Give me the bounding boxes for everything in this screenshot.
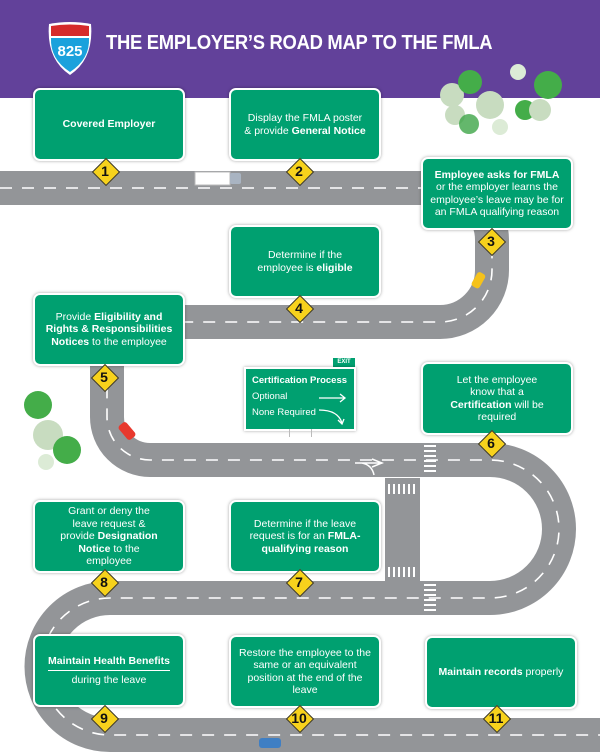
yellow-car-icon xyxy=(471,272,486,289)
step-2-sign: Display the FMLA poster& provide General… xyxy=(229,88,381,161)
arrow-curve-down-icon xyxy=(318,409,345,426)
step-marker-5: 5 xyxy=(90,363,120,393)
interstate-shield-icon: 825 xyxy=(48,22,92,75)
step-text: Display the FMLA poster& provide General… xyxy=(244,112,366,137)
step-marker-3: 3 xyxy=(477,227,507,257)
trees-left xyxy=(24,391,81,470)
step-marker-11: 11 xyxy=(482,704,512,734)
turn-arrow-icon xyxy=(355,458,385,476)
step-marker-7: 7 xyxy=(285,568,315,598)
step-7-sign: Determine if the leave request is for an… xyxy=(229,500,381,573)
exit-option-none-required: None Required xyxy=(252,407,316,418)
crosswalk xyxy=(388,445,436,611)
step-text: Determine if the employee is eligible xyxy=(257,249,353,274)
step-marker-6: 6 xyxy=(477,429,507,459)
step-marker-1: 1 xyxy=(91,157,121,187)
step-text: Covered Employer xyxy=(62,118,156,131)
certification-exit-sign: Certification Process Optional None Requ… xyxy=(244,367,356,431)
blue-car-icon xyxy=(259,738,281,748)
sign-post xyxy=(311,429,312,437)
step-marker-8: 8 xyxy=(90,568,120,598)
step-11-sign: Maintain records properly xyxy=(425,636,577,709)
trees-top-right xyxy=(440,64,562,135)
exit-option-optional: Optional xyxy=(252,391,288,402)
shield-number: 825 xyxy=(57,43,82,60)
step-6-sign: Let the employee know that a Certificati… xyxy=(421,362,573,435)
step-text: Determine if the leave request is for an… xyxy=(249,517,361,555)
step-text: Maintain records properly xyxy=(438,666,564,679)
step-text: Provide Eligibility and Rights & Respons… xyxy=(45,310,173,348)
red-car-icon xyxy=(118,422,136,440)
step-4-sign: Determine if the employee is eligible xyxy=(229,225,381,298)
page-title: THE EMPLOYER’S ROAD MAP TO THE FMLA xyxy=(106,32,493,54)
exit-sign-title: Certification Process xyxy=(252,375,348,386)
step-8-sign: Grant or deny the leave request & provid… xyxy=(33,500,185,573)
step-marker-4: 4 xyxy=(285,294,315,324)
step-text: Grant or deny the leave request & provid… xyxy=(60,505,158,568)
step-marker-10: 10 xyxy=(285,704,315,734)
step-1-sign: Covered Employer xyxy=(33,88,185,161)
step-text: Let the employee know that a Certificati… xyxy=(450,373,544,424)
step-text: Restore the employee to the same or an e… xyxy=(239,646,371,697)
arrow-right-icon xyxy=(319,393,347,403)
header-banner: 825 THE EMPLOYER’S ROAD MAP TO THE FMLA xyxy=(0,0,600,98)
step-marker-9: 9 xyxy=(90,704,120,734)
step-marker-2: 2 xyxy=(285,157,315,187)
step-5-sign: Provide Eligibility and Rights & Respons… xyxy=(33,293,185,366)
sign-post xyxy=(289,429,290,437)
truck-icon xyxy=(194,171,241,186)
step-10-sign: Restore the employee to the same or an e… xyxy=(229,635,381,708)
